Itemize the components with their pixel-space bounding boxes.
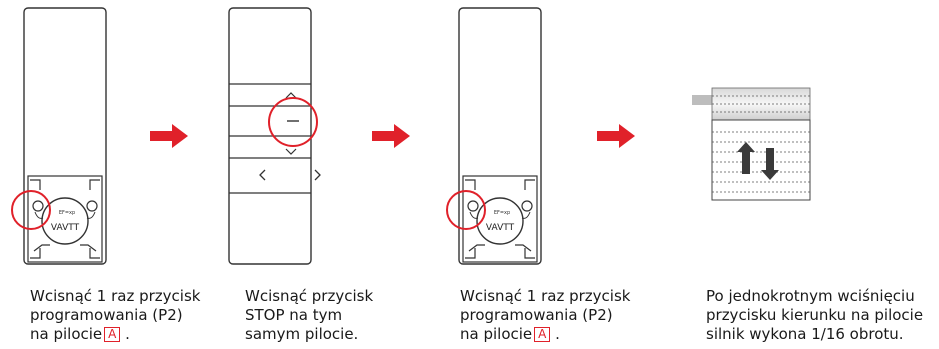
remote-small-label: EF=xp: [494, 210, 510, 216]
remote-front: [228, 7, 321, 265]
remote-back-2: EF=xp VAVTT: [446, 7, 542, 265]
caption-line: Wcisnąć 1 raz przycisk: [460, 287, 631, 305]
remote-small-label: EF=xp: [59, 210, 75, 216]
step-1-caption: Wcisnąć 1 raz przycisk programowania (P2…: [30, 287, 200, 344]
remote-a-badge: A: [104, 327, 121, 342]
caption-line: programowania (P2): [460, 306, 613, 324]
caption-after-badge: .: [120, 325, 130, 343]
remote-label: VAVTT: [486, 223, 515, 233]
caption-line: programowania (P2): [30, 306, 183, 324]
right-arrow-icon: [597, 124, 635, 148]
down-arrow-icon: [761, 148, 779, 180]
caption-line: silnik wykona 1/16 obrotu.: [706, 325, 904, 343]
roller-shutter: [692, 87, 811, 201]
right-key-icon: [314, 169, 321, 181]
caption-after-badge: .: [550, 325, 560, 343]
caption-line: samym pilocie.: [245, 325, 359, 343]
caption-tail: na pilocie: [460, 325, 533, 343]
step-2-caption: Wcisnąć przycisk STOP na tym samym piloc…: [245, 287, 373, 344]
step-3-caption: Wcisnąć 1 raz przycisk programowania (P2…: [460, 287, 630, 344]
remote-back-1: EF=xp VAVTT: [11, 7, 107, 265]
caption-line: Wcisnąć przycisk: [245, 287, 374, 305]
remote-label: VAVTT: [51, 223, 80, 233]
caption-line: Wcisnąć 1 raz przycisk: [30, 287, 201, 305]
step-4-caption: Po jednokrotnym wciśnięciu przycisku kie…: [706, 287, 923, 344]
caption-line: STOP na tym: [245, 306, 343, 324]
up-key-icon: [285, 92, 297, 99]
up-arrow-icon: [737, 142, 755, 174]
right-arrow-icon: [150, 124, 188, 148]
remote-a-badge: A: [534, 327, 551, 342]
right-arrow-icon: [372, 124, 410, 148]
left-key-icon: [259, 169, 266, 181]
caption-line: przycisku kierunku na pilocie: [706, 306, 924, 324]
down-key-icon: [285, 148, 297, 155]
caption-tail: na pilocie: [30, 325, 103, 343]
caption-line: Po jednokrotnym wciśnięciu: [706, 287, 915, 305]
